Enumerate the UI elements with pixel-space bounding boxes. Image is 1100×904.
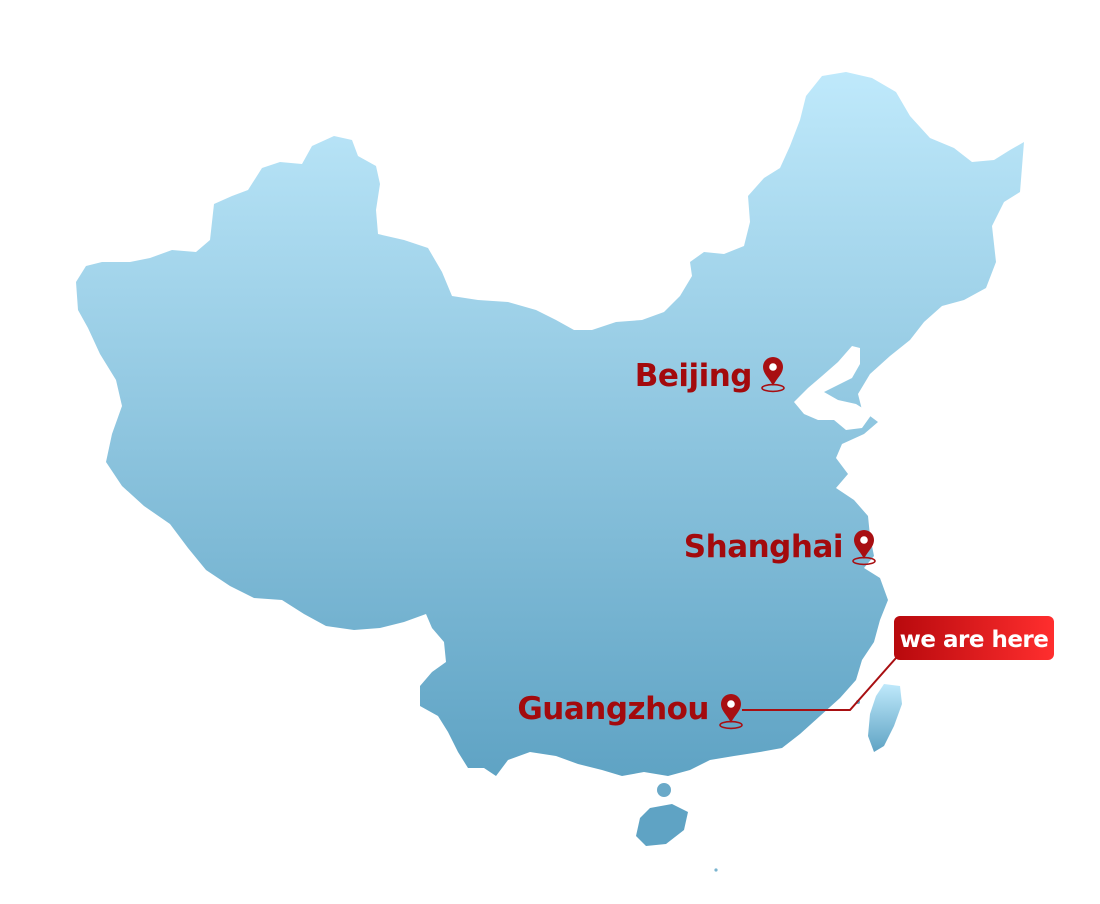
callout-tag: we are here — [894, 616, 1054, 660]
city-marker-guangzhou[interactable]: Guangzhou — [517, 691, 743, 730]
callout-leader-line — [742, 657, 897, 711]
island-dot — [657, 783, 671, 797]
bohai-sea — [794, 346, 872, 430]
hainan-island — [636, 804, 688, 846]
city-marker-shanghai[interactable]: Shanghai — [684, 529, 876, 566]
city-label: Guangzhou — [517, 691, 709, 727]
taiwan-island — [868, 684, 902, 752]
city-label: Shanghai — [684, 529, 843, 565]
island-dot — [714, 868, 718, 872]
city-label: Beijing — [635, 358, 752, 394]
mainland-shape — [76, 72, 1024, 776]
callout-text: we are here — [900, 627, 1049, 653]
city-marker-beijing[interactable]: Beijing — [635, 357, 785, 394]
